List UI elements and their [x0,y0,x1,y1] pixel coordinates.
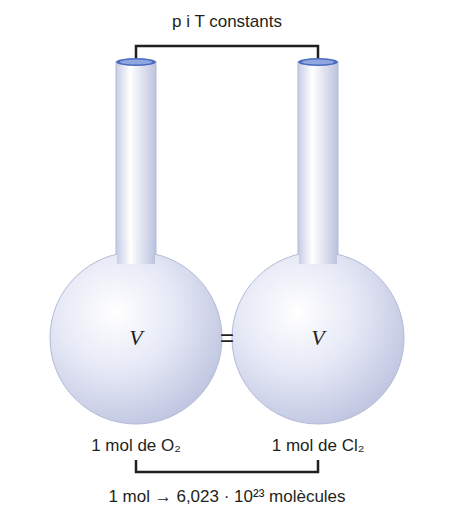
bracket [136,460,318,472]
flask [50,58,222,424]
flask-node: V 1 mol de O₂ [46,248,226,478]
volume-symbol: V [311,325,324,351]
flask-node: V 1 mol de Cl₂ [228,248,408,478]
flask [232,58,404,424]
condition-label: p i T constants [172,12,282,32]
equals-sign: = [220,324,234,352]
bracket [136,46,318,58]
amount-label: 1 mol de Cl₂ [272,436,365,456]
amount-label: 1 mol de O₂ [91,436,181,456]
volume-symbol: V [129,325,142,351]
avogadro-note: 1 mol → 6,023 · 10²³ molècules [108,487,345,507]
